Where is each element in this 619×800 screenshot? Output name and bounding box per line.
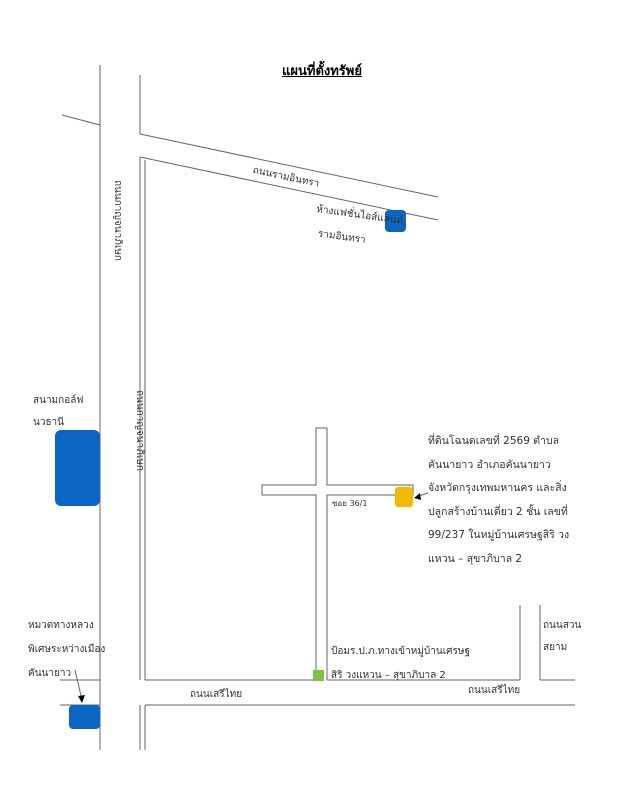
- highway-pointer-arrow: [74, 669, 83, 701]
- side-road: [61, 114, 101, 126]
- label-line: สยาม: [543, 642, 568, 653]
- seri-thai-road-label-right: ถนนเสรีไทย: [468, 685, 521, 696]
- description-line: ที่ดินโฉนดเลขที่ 2569 ตำบล: [428, 435, 560, 447]
- label-line: พิเศษระหว่างเมือง: [28, 644, 106, 655]
- description-line: ปลูกสร้างบ้านเดี่ยว 2 ชั้น เลขที่: [428, 505, 568, 518]
- ramintra-road-south-edge: [139, 156, 439, 221]
- kanchanaphisek-inner-label: ถนนกาญจนาภิเษก: [134, 390, 145, 471]
- seri-thai-road-label-left: ถนนเสรีไทย: [190, 689, 243, 700]
- label-line: นวธานี: [33, 417, 65, 428]
- golf-course-marker: [55, 430, 100, 506]
- highway-office-marker: [69, 705, 100, 729]
- label-line: ถนนสวน: [543, 620, 582, 631]
- golf-course-label: สนามกอล์ฟ นวธานี: [33, 390, 83, 434]
- description-line: คันนายาว อำเภอคันนายาว: [428, 458, 551, 471]
- description-line: 99/237 ในหมู่บ้านเศรษฐสิริ วง: [428, 529, 570, 541]
- arrowhead-icon: [414, 493, 421, 500]
- fashion-island-marker: [385, 210, 406, 232]
- description-line: จังหวัดกรุงเทพมหานคร และสิ่ง: [428, 482, 567, 494]
- label-line: สนามกอล์ฟ: [33, 395, 84, 406]
- map-title: แผนที่ตั้งทรัพย์: [282, 64, 362, 79]
- highway-office-label: หมวดทางหลวง พิเศษระหว่างเมือง คันนายาว: [28, 614, 105, 686]
- soi-label: ซอย 36/1: [332, 499, 368, 508]
- arrowhead-icon: [78, 695, 85, 703]
- police-box-label: ป้อมร.ป.ภ.ทางเข้าหมู่บ้านเศรษฐ สิริ วงแห…: [331, 640, 470, 688]
- kanchanaphisek-road-label: ถนนกาญจนาภิเษก: [112, 180, 123, 261]
- property-description: ที่ดินโฉนดเลขที่ 2569 ตำบล คันนายาว อำเภ…: [428, 430, 603, 571]
- label-line: ป้อมร.ป.ภ.ทางเข้าหมู่บ้านเศรษฐ: [331, 646, 470, 657]
- suan-siam-road-label: ถนนสวน สยาม: [543, 615, 581, 659]
- police-box-marker: [313, 670, 324, 681]
- ramintra-road-north-edge: [139, 133, 439, 198]
- label-line: สิริ วงแหวน – สุขาภิบาล 2: [331, 670, 446, 681]
- property-marker: [395, 487, 413, 507]
- label-line: หมวดทางหลวง: [28, 620, 94, 631]
- label-line: คันนายาว: [28, 668, 72, 679]
- description-line: แหวน – สุขาภิบาล 2: [428, 552, 523, 565]
